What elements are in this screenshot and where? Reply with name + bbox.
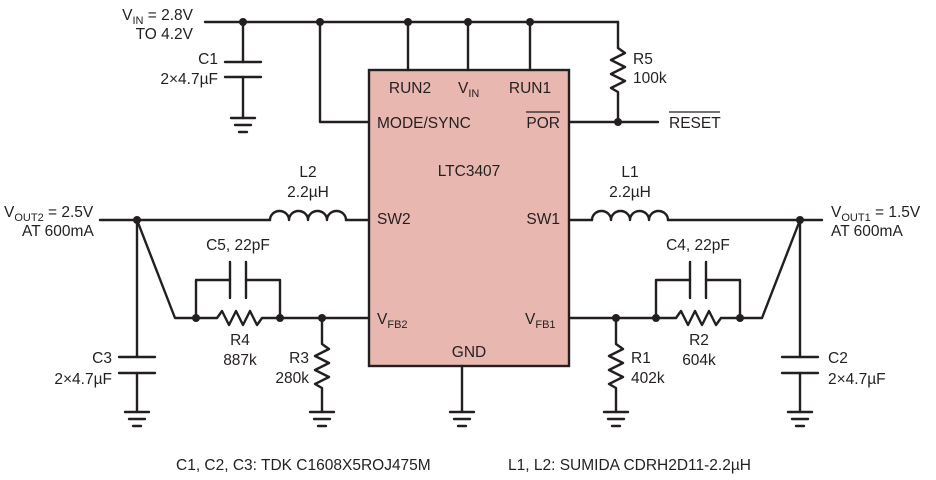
vout1-current-label: AT 600mA [831, 223, 903, 240]
c3-value: 2×4.7µF [54, 371, 112, 388]
pin-mode-sync: MODE/SYNC [377, 115, 471, 132]
c3-name: C3 [92, 350, 112, 367]
inductor-l1 [590, 209, 824, 222]
vout1-fb-wire [738, 218, 802, 320]
r5-name: R5 [633, 51, 653, 68]
r4-value: 887k [223, 352, 257, 369]
c1-name: C1 [198, 51, 218, 68]
ground-icon [786, 410, 814, 428]
l2-value: 2.2µH [287, 184, 329, 201]
resistor-r2 [654, 309, 742, 327]
pin-run2: RUN2 [389, 80, 431, 97]
resistor-r4 [194, 309, 282, 327]
junction-vin [464, 18, 472, 26]
vout1-label: VOUT1 = 1.5V [831, 204, 921, 224]
capacitor-c1 [223, 60, 263, 120]
junction-vin [316, 18, 324, 26]
r1-value: 402k [631, 370, 665, 387]
pin-vfb2: VFB2 [377, 311, 408, 331]
pin-vin: VIN [458, 80, 479, 100]
resistor-r5 [609, 46, 627, 124]
c2-value: 2×4.7µF [828, 371, 886, 388]
resistor-r3 [313, 316, 331, 414]
r1-name: R1 [631, 350, 651, 367]
pin-gnd: GND [452, 344, 486, 361]
ground-icon [448, 410, 476, 428]
vout2-fb-wire [135, 218, 198, 320]
capacitor-c4 [654, 260, 742, 320]
vin-range-label: TO 4.2V [136, 26, 194, 43]
l2-name: L2 [299, 164, 316, 181]
c2-name: C2 [828, 350, 848, 367]
l1-name: L1 [621, 164, 638, 181]
inductor-l2 [268, 209, 371, 222]
pin-run1: RUN1 [509, 80, 551, 97]
pin-sw2: SW2 [377, 211, 411, 228]
c5-label: C5, 22pF [206, 237, 270, 254]
ic-body [367, 68, 571, 368]
reset-label: RESET [669, 115, 721, 132]
junction-vin [526, 18, 534, 26]
capacitor-c3 [117, 355, 157, 414]
resistor-r1 [607, 316, 625, 414]
c4-label: C4, 22pF [666, 237, 730, 254]
ground-icon [308, 410, 336, 428]
r3-name: R3 [289, 350, 309, 367]
pin-vfb1: VFB1 [525, 311, 556, 331]
junction-vin [239, 18, 247, 26]
capacitor-c5 [194, 260, 282, 320]
ground-icon [602, 410, 630, 428]
r2-name: R2 [689, 332, 709, 349]
l1-value: 2.2µH [609, 184, 651, 201]
junction-vin [404, 18, 412, 26]
capacitor-c2 [780, 355, 820, 414]
r4-name: R4 [230, 332, 250, 349]
r3-value: 280k [275, 370, 309, 387]
junction-reset [614, 118, 622, 126]
ground-icon [123, 410, 151, 428]
vout2-current-label: AT 600mA [22, 223, 94, 240]
vin-label: VIN = 2.8V [122, 7, 194, 27]
pin-sw1: SW1 [526, 211, 560, 228]
r5-value: 100k [633, 70, 667, 87]
r2-value: 604k [682, 352, 716, 369]
pin-por: POR [526, 115, 560, 132]
vout2-label: VOUT2 = 2.5V [4, 204, 94, 224]
c1-value: 2×4.7µF [160, 71, 218, 88]
ground-icon [229, 116, 257, 134]
inductor-note: L1, L2: SUMIDA CDRH2D11-2.2µH [508, 457, 751, 474]
ic-name: LTC3407 [438, 163, 501, 180]
capacitor-note: C1, C2, C3: TDK C1608X5ROJ475M [176, 457, 431, 474]
